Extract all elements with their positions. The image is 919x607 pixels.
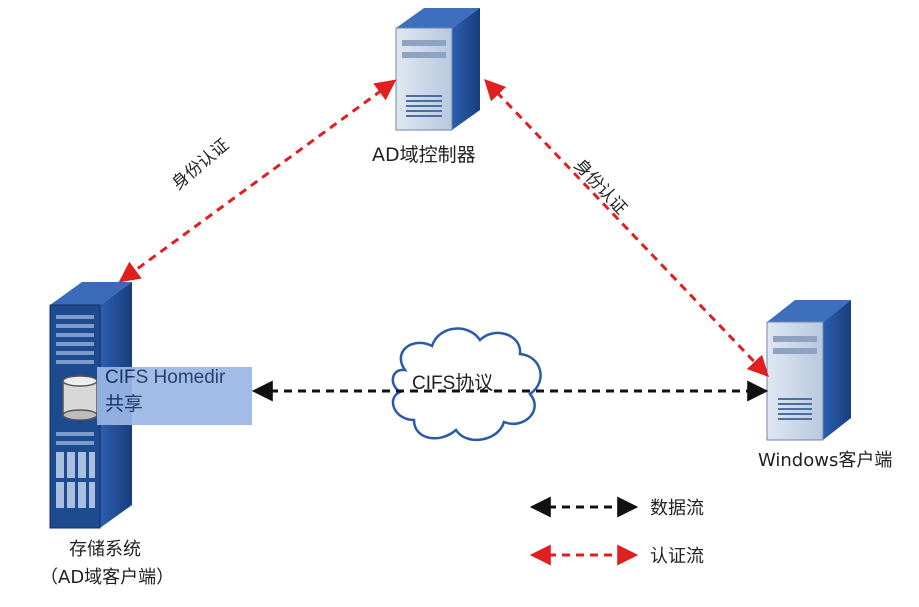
cifs-homedir-share-box: CIFS Homedir 共享 [97, 367, 252, 425]
legend-data-flow-label: 数据流 [650, 498, 704, 519]
storage-label-line1: 存储系统 [69, 539, 141, 560]
legend-auth-flow-label: 认证流 [650, 546, 704, 567]
share-label-line1: CIFS Homedir [105, 367, 226, 388]
auth-arrow-right [484, 78, 769, 378]
ad-controller-label: AD域控制器 [372, 144, 476, 166]
windows-client-label: Windows客户端 [758, 450, 893, 471]
auth-arrow-left [118, 79, 397, 283]
cifs-protocol-label: CIFS协议 [412, 373, 494, 394]
windows-client-server-icon [766, 300, 851, 441]
share-label-line2: 共享 [105, 394, 144, 415]
ad-controller-server-icon [395, 8, 480, 131]
storage-system-label: 存储系统 （AD域客户端） [40, 536, 175, 592]
storage-label-line2: （AD域客户端） [40, 567, 175, 588]
disk-icon [62, 375, 98, 421]
